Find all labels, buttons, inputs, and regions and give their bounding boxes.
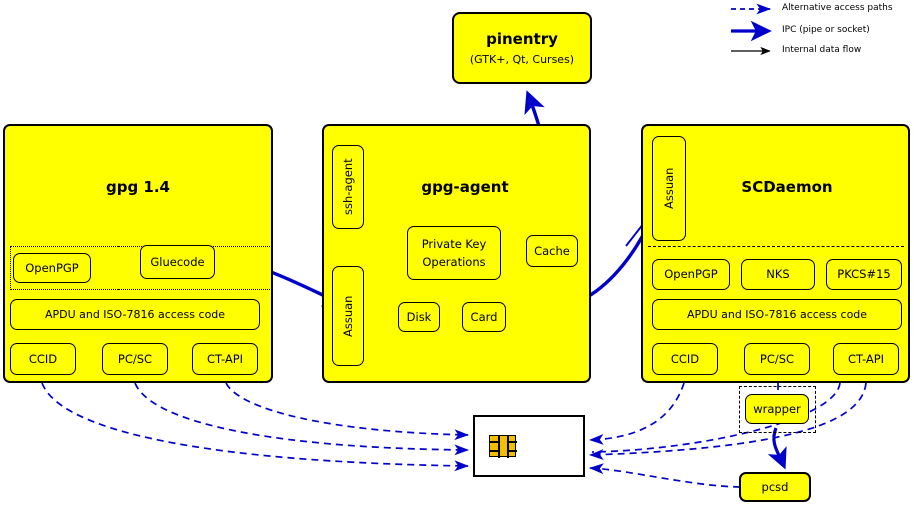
alt-gpg-ccid-to-card (41, 382, 470, 472)
gpg-agent-ssh-agent-node[interactable]: ssh-agent (332, 145, 364, 229)
pcsd-node[interactable]: pcsd (739, 472, 811, 502)
scdaemon-driver-pcsc[interactable]: PC/SC (744, 343, 810, 375)
gpg-agent-disk-node[interactable]: Disk (398, 302, 440, 332)
legend-label-alt-path: Alternative access paths (782, 3, 893, 13)
gpg-driver-pcsc[interactable]: PC/SC (102, 343, 168, 375)
legend-label-ipc: IPC (pipe or socket) (782, 25, 870, 35)
gpg-gluecode-node[interactable]: Gluecode (140, 245, 215, 279)
scdaemon-dashed-divider (648, 246, 904, 247)
gpg-apdu-node[interactable]: APDU and ISO-7816 access code (10, 299, 260, 330)
pko-line-2: Operations (422, 255, 486, 269)
gpg-driver-ctapi[interactable]: CT-API (192, 343, 258, 375)
scdaemon-app-openpgp[interactable]: OpenPGP (652, 259, 730, 290)
legend-label-internal: Internal data flow (782, 45, 862, 55)
gpg-driver-ccid[interactable]: CCID (10, 343, 76, 375)
scdaemon-app-nks[interactable]: NKS (741, 259, 815, 290)
scdaemon-assuan-node[interactable]: Assuan (652, 136, 686, 241)
smartcard[interactable] (473, 415, 585, 477)
gpg-agent-assuan-node[interactable]: Assuan (332, 266, 364, 366)
wrapper-node[interactable]: wrapper (745, 394, 809, 424)
pinentry-box[interactable]: pinentry (GTK+, Qt, Curses) (452, 12, 592, 84)
scdaemon-app-pkcs15[interactable]: PKCS#15 (826, 259, 902, 290)
pinentry-subtitle: (GTK+, Qt, Curses) (469, 53, 575, 66)
gpg-openpgp-node[interactable]: OpenPGP (13, 253, 91, 283)
alt-pcsd-to-card (588, 463, 741, 488)
wrapper-dashed-region (739, 386, 816, 433)
scdaemon-driver-ccid[interactable]: CCID (652, 343, 718, 375)
scdaemon-driver-ctapi[interactable]: CT-API (833, 343, 899, 375)
scdaemon-title: SCDaemon (741, 178, 833, 196)
gpg-dotted-divider-bottom (118, 289, 270, 290)
gpg-agent-cache-node[interactable]: Cache (526, 235, 578, 267)
scdaemon-apdu-node[interactable]: APDU and ISO-7816 access code (652, 299, 902, 330)
alt-scd-ccid-to-card (588, 382, 685, 445)
alt-scd-ctapi-to-card (588, 382, 867, 460)
gpg-openpgp-dotted-region (10, 246, 120, 290)
gpg-agent-private-key-ops-node[interactable]: Private Key Operations (407, 226, 501, 280)
alt-gpg-pcsc-to-card (134, 382, 470, 456)
pinentry-title: pinentry (486, 30, 558, 48)
gpg-agent-card-node[interactable]: Card (462, 302, 506, 332)
pko-line-1: Private Key (421, 236, 487, 251)
gpg-agent-title: gpg-agent (421, 178, 509, 196)
ipc-wrapper-to-pcsd (767, 427, 787, 470)
smartcard-chip-icon (489, 435, 517, 458)
gpg-title: gpg 1.4 (105, 178, 170, 196)
alt-gpg-ctapi-to-card (225, 382, 470, 441)
